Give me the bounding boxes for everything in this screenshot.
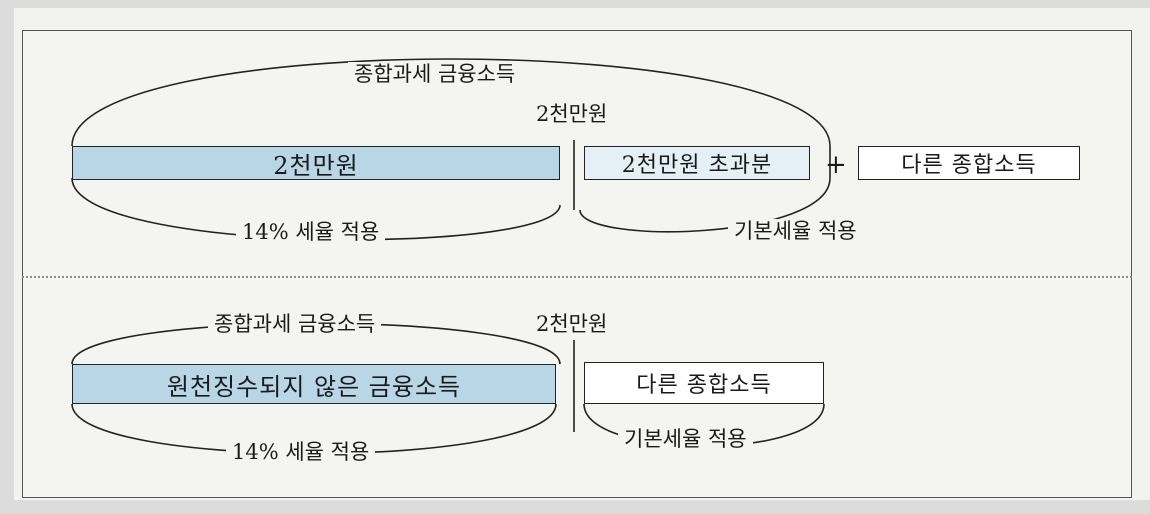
top-other-income-box: 다른 종합소득 <box>858 146 1080 180</box>
top-14-rate-label: 14% 세율 적용 <box>236 220 386 246</box>
plus-sign: + <box>825 150 847 180</box>
bottom-other-income-box: 다른 종합소득 <box>584 362 824 404</box>
bottom-financial-income-label: 종합과세 금융소득 <box>208 312 382 338</box>
bottom-14-rate-label: 14% 세율 적용 <box>226 440 376 466</box>
top-outer-arc <box>71 58 831 233</box>
top-2000-box: 2천만원 <box>72 146 560 180</box>
diagram-frame <box>22 30 1132 498</box>
section-divider <box>22 276 1132 278</box>
top-excess-box: 2천만원 초과분 <box>584 146 810 180</box>
top-financial-income-label: 종합과세 금융소득 <box>348 62 522 88</box>
top-threshold-label: 2천만원 <box>536 102 608 126</box>
bottom-threshold-label: 2천만원 <box>536 312 608 336</box>
bottom-unwithheld-income-box: 원천징수되지 않은 금융소득 <box>72 364 556 404</box>
bottom-basic-rate-label: 기본세율 적용 <box>618 427 753 453</box>
top-basic-rate-label: 기본세율 적용 <box>728 219 863 245</box>
